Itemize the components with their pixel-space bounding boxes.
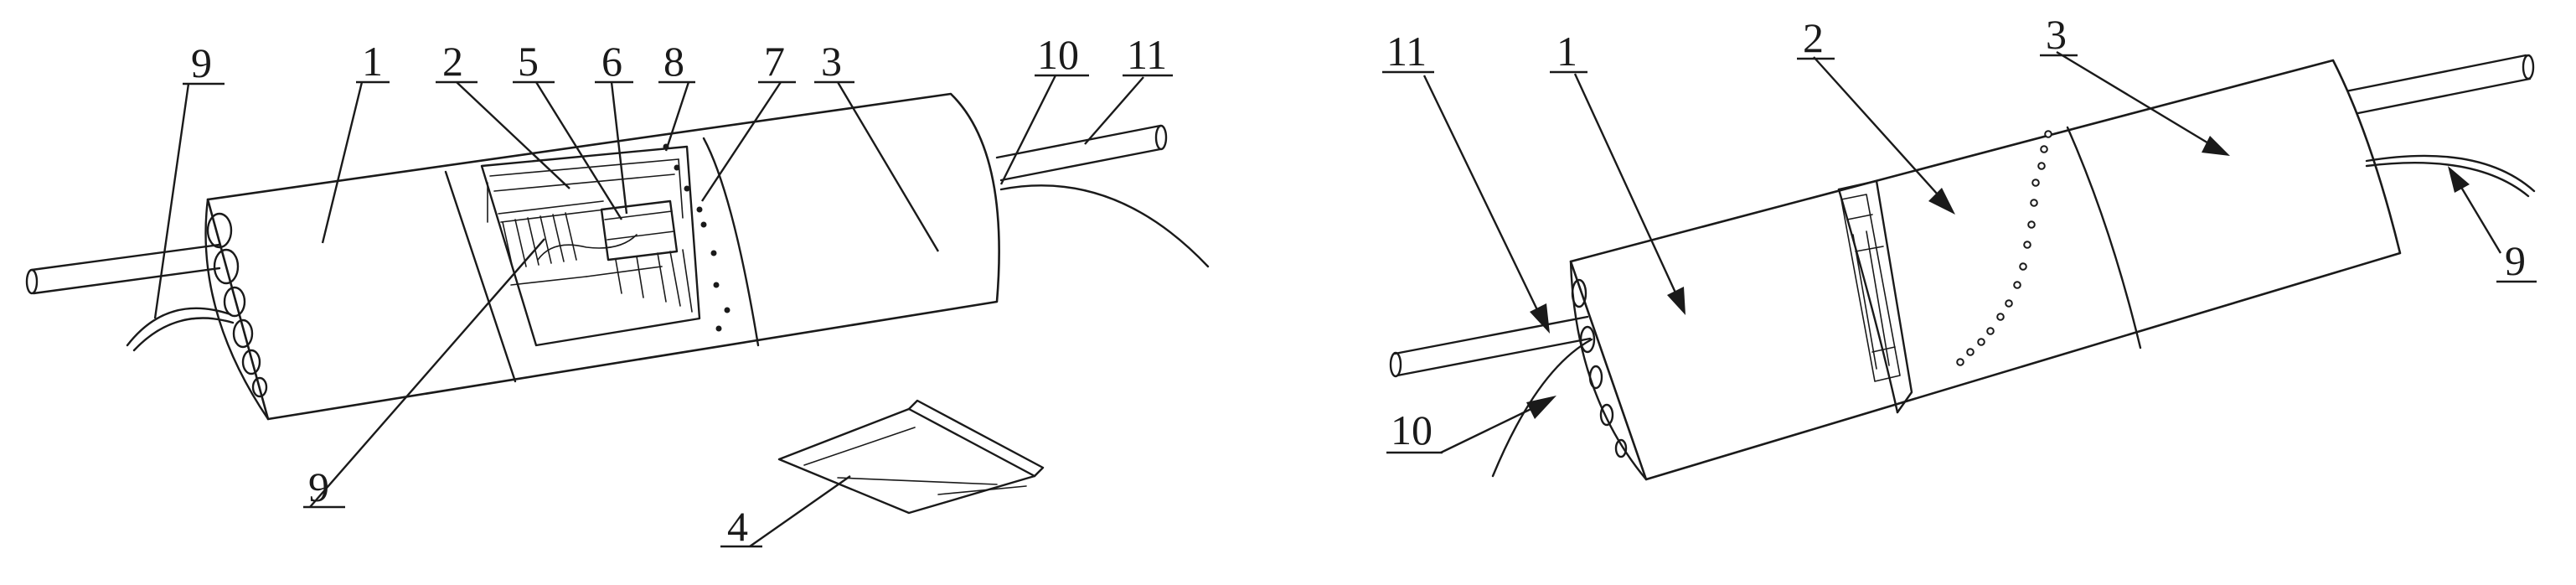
left-label-3: 3 [821, 38, 842, 85]
right-label-10: 10 [1391, 406, 1433, 453]
left-rod [25, 124, 1168, 295]
left-internal-assembly [480, 145, 701, 347]
right-housing [1569, 59, 2402, 481]
left-housing [206, 92, 1000, 421]
left-cables [126, 184, 1210, 352]
right-labels: 11 1 2 3 9 10 [1382, 11, 2537, 454]
right-label-3: 3 [2046, 11, 2067, 58]
left-end-holes [206, 212, 268, 398]
left-label-11: 11 [1127, 31, 1167, 78]
right-end-holes [1571, 278, 1628, 458]
left-figure: 9 1 2 5 6 8 7 3 10 11 9 4 [25, 31, 1210, 550]
right-label-2: 2 [1803, 14, 1824, 61]
right-figure: 11 1 2 3 9 10 [1382, 11, 2537, 481]
left-label-1: 1 [362, 38, 383, 85]
right-label-11: 11 [1386, 28, 1427, 75]
left-label-9-bottom: 9 [308, 463, 329, 510]
right-label-9: 9 [2505, 237, 2526, 284]
left-label-7: 7 [764, 38, 785, 85]
left-label-4: 4 [727, 503, 748, 550]
left-cover-part [777, 399, 1045, 515]
left-leaders [153, 75, 1144, 547]
left-label-5: 5 [518, 38, 539, 85]
left-label-6: 6 [601, 38, 622, 85]
left-labels: 9 1 2 5 6 8 7 3 10 11 9 4 [183, 31, 1173, 550]
right-internal-module [1837, 179, 1913, 414]
left-label-9-top: 9 [191, 39, 212, 86]
right-rod [1389, 54, 2535, 378]
left-vent-dots [663, 143, 730, 332]
right-vent-holes [1956, 130, 2052, 366]
right-label-1: 1 [1556, 28, 1577, 75]
left-label-8: 8 [663, 38, 684, 85]
right-leaders [1422, 50, 2502, 454]
left-label-10: 10 [1037, 31, 1079, 78]
left-label-2: 2 [442, 38, 463, 85]
right-cables [1491, 154, 2536, 478]
